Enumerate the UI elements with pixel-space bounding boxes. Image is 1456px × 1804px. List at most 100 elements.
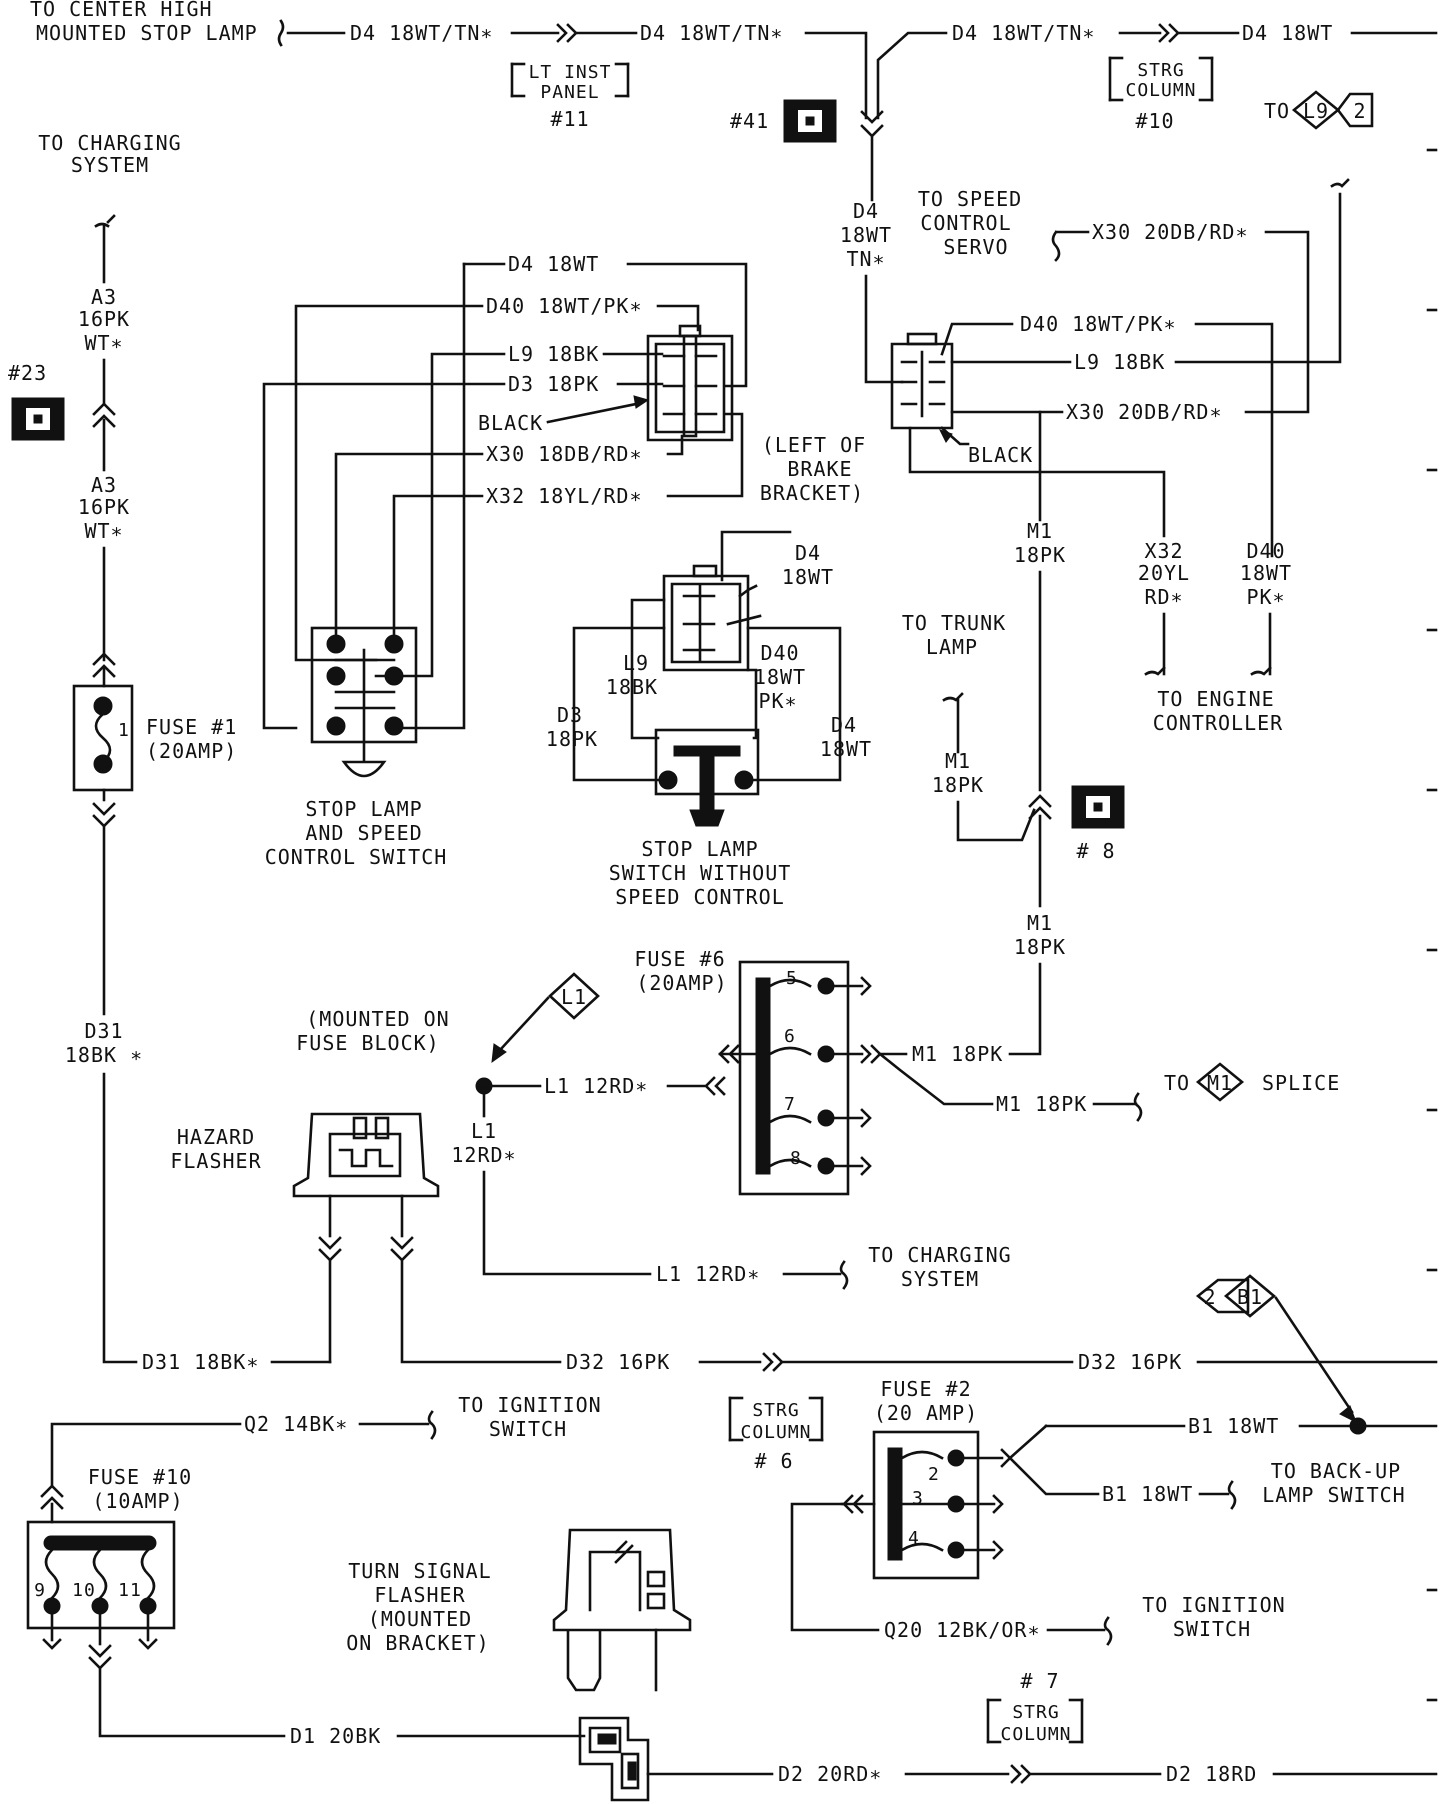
strg-column-7-number: # 7 bbox=[1020, 1669, 1059, 1693]
left-brake-3: BRACKET) bbox=[760, 481, 864, 505]
top-d4-run: TO CENTER HIGH MOUNTED STOP LAMP D4 18WT… bbox=[30, 0, 1438, 120]
ignition-line-2: SWITCH bbox=[489, 1417, 567, 1441]
m1-trunk-a: M1 bbox=[945, 749, 971, 773]
wire-b1-a: B1 18WT bbox=[1188, 1414, 1279, 1438]
fuse-2-pin-3: 3 bbox=[912, 1488, 924, 1509]
splice-8-label: # 8 bbox=[1076, 839, 1115, 863]
strg-column-10-line2: COLUMN bbox=[1125, 80, 1196, 101]
to-m1-code: M1 bbox=[1207, 1071, 1233, 1095]
fuse-6: FUSE #6 (20AMP) 5 6 7 8 M1 18PK M1 18PK … bbox=[634, 947, 1339, 1196]
a3-top-line3: WT∗ bbox=[84, 331, 123, 355]
d40-vert-3: PK∗ bbox=[1246, 585, 1285, 609]
d40-vert-1: D40 bbox=[1246, 539, 1285, 563]
stop-lamp-connector-black bbox=[646, 334, 734, 442]
x30-servo: X30 20DB/RD∗ bbox=[1092, 220, 1249, 244]
trunk-line-1: TO TRUNK bbox=[902, 611, 1006, 635]
mounted-on-2: FUSE BLOCK) bbox=[296, 1031, 439, 1055]
stop-lamp-speed-control-switch: D4 18WT D3 18PK D40 18WT/PK∗ L9 18BK X30… bbox=[262, 252, 748, 869]
splice-41-label: #41 bbox=[730, 109, 769, 133]
m1-lower-b: 18PK bbox=[1014, 935, 1066, 959]
wire-d4-b: D4 18WT/TN∗ bbox=[640, 21, 783, 45]
charging-top-line1: TO CHARGING bbox=[38, 131, 181, 155]
a3-bot-line2: 16PK bbox=[78, 495, 130, 519]
hazard-flasher: HAZARD FLASHER D32 16PK D32 16PK bbox=[170, 1112, 1438, 1374]
label-center-high-1: TO CENTER HIGH bbox=[30, 0, 213, 21]
d4-vert-1: D4 bbox=[853, 199, 879, 223]
charging-bot-line1: TO CHARGING bbox=[868, 1243, 1011, 1267]
r-label-black: BLACK bbox=[968, 443, 1033, 467]
nsc-d40-1: D40 bbox=[760, 641, 799, 665]
nsc-d4b-2: 18WT bbox=[820, 737, 872, 761]
b1-reference: 2 B1 bbox=[1195, 1274, 1438, 1435]
strg-column-7-box: # 7 STRG COLUMN bbox=[986, 1669, 1084, 1745]
backup-line-2: LAMP SWITCH bbox=[1262, 1483, 1405, 1507]
backup-line-1: TO BACK-UP bbox=[1271, 1459, 1401, 1483]
turn-line-3: (MOUNTED bbox=[368, 1607, 472, 1631]
wire-d31-horizontal: D31 18BK∗ bbox=[142, 1350, 259, 1374]
strg-column-10-box: STRG COLUMN #10 bbox=[1108, 56, 1214, 133]
nsc-l9-2: 18BK bbox=[606, 675, 658, 699]
x32-vert-2: 20YL bbox=[1138, 561, 1190, 585]
m1-trunk-b: 18PK bbox=[932, 773, 984, 797]
a3-top-line2: 16PK bbox=[78, 307, 130, 331]
engine-line-1: TO ENGINE bbox=[1157, 687, 1274, 711]
charging-top-line2: SYSTEM bbox=[71, 153, 149, 177]
nsc-d40-2: 18WT bbox=[754, 665, 806, 689]
x32-vert-3: RD∗ bbox=[1144, 585, 1183, 609]
sw-wire-x32: X32 18YL/RD∗ bbox=[486, 484, 643, 508]
wire-d4-c: D4 18WT/TN∗ bbox=[952, 21, 1095, 45]
sw-label-black: BLACK bbox=[478, 411, 543, 435]
charging-bot-line2: SYSTEM bbox=[901, 1267, 979, 1291]
left-brake-2: BRAKE bbox=[787, 457, 852, 481]
fuse-2-rating: (20 AMP) bbox=[874, 1401, 978, 1425]
strg-column-6-line2: COLUMN bbox=[740, 1422, 811, 1443]
fuse-2-name: FUSE #2 bbox=[880, 1377, 971, 1401]
nsc-caption-1: STOP LAMP bbox=[641, 837, 758, 861]
r-wire-x30: X30 20DB/RD∗ bbox=[1066, 400, 1223, 424]
fuse-10-pin-11: 11 bbox=[118, 1580, 142, 1601]
hazard-line-2: FLASHER bbox=[170, 1149, 261, 1173]
ignition2-line-1: TO IGNITION bbox=[1142, 1593, 1285, 1617]
l1-vert-2: 12RD∗ bbox=[451, 1143, 516, 1167]
bottom-connector-body bbox=[578, 1716, 650, 1802]
sw-wire-d40: D40 18WT/PK∗ bbox=[486, 294, 643, 318]
b1-ref-number: 2 bbox=[1203, 1285, 1216, 1309]
nsc-caption-3: SPEED CONTROL bbox=[615, 885, 785, 909]
sw-wire-l9: L9 18BK bbox=[508, 342, 599, 366]
fuse-10-rating: (10AMP) bbox=[92, 1489, 183, 1513]
wire-d4-d: D4 18WT bbox=[1242, 21, 1333, 45]
a3-bot-line3: WT∗ bbox=[84, 519, 123, 543]
to-m1-to: TO bbox=[1164, 1071, 1190, 1095]
lt-inst-panel-line1: LT INST bbox=[529, 62, 612, 83]
wire-q20: Q20 12BK/OR∗ bbox=[884, 1618, 1041, 1642]
wire-d2-b: D2 18RD bbox=[1166, 1762, 1257, 1786]
fuse-10: FUSE #10 (10AMP) 9 10 11 D1 20BK bbox=[26, 1465, 586, 1748]
fuse-1-rating: (20AMP) bbox=[146, 739, 237, 763]
r-wire-d40: D40 18WT/PK∗ bbox=[1020, 312, 1177, 336]
fuse-6-name: FUSE #6 bbox=[634, 947, 725, 971]
wire-m1-h1: M1 18PK bbox=[912, 1042, 1003, 1066]
nsc-caption-2: SWITCH WITHOUT bbox=[609, 861, 792, 885]
wire-d4-a: D4 18WT/TN∗ bbox=[350, 21, 493, 45]
fuse-6-pin-7: 7 bbox=[784, 1094, 796, 1115]
lt-inst-panel-box: LT INST PANEL #11 bbox=[510, 62, 630, 131]
servo-line-1: TO SPEED bbox=[918, 187, 1022, 211]
strg-column-6-line1: STRG bbox=[752, 1400, 799, 1421]
wire-d2-a: D2 20RD∗ bbox=[778, 1762, 882, 1786]
d31-vertical-line2: 18BK ∗ bbox=[65, 1043, 143, 1067]
strg-column-7-line2: COLUMN bbox=[1000, 1724, 1071, 1745]
m1-line-b: 18PK bbox=[1014, 543, 1066, 567]
wire-l1-h: L1 12RD∗ bbox=[544, 1074, 648, 1098]
to-l9-to: TO bbox=[1264, 99, 1290, 123]
b1-ref-code: B1 bbox=[1237, 1285, 1263, 1309]
d31-vertical-line1: D31 bbox=[84, 1019, 123, 1043]
wire-d32-a: D32 16PK bbox=[566, 1350, 670, 1374]
fuse-10-pin-9: 9 bbox=[34, 1580, 46, 1601]
fuse-6-pin-6: 6 bbox=[784, 1026, 796, 1047]
fuse-1-name: FUSE #1 bbox=[146, 715, 237, 739]
fuse-10-pin-10: 10 bbox=[72, 1580, 96, 1601]
fuse-10-name: FUSE #10 bbox=[88, 1465, 192, 1489]
turn-line-2: FLASHER bbox=[374, 1583, 465, 1607]
fuse-2-pin-2: 2 bbox=[928, 1464, 940, 1485]
splice-23-label: #23 bbox=[8, 361, 47, 385]
